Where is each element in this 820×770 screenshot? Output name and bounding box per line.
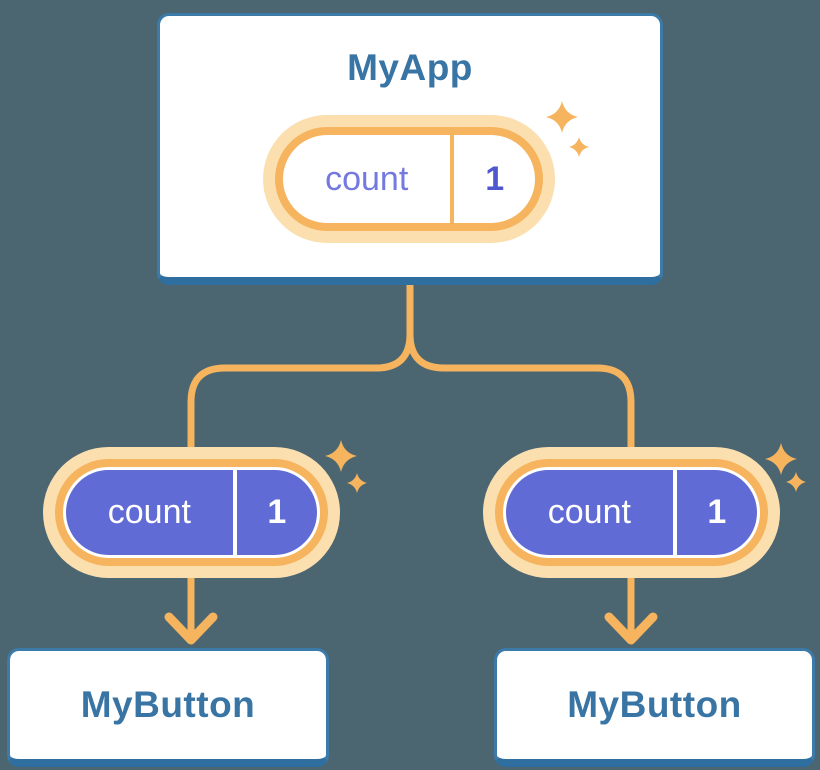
root-component-title: MyApp [347,47,473,88]
prop-pill-label: count [107,493,191,531]
prop-pill-label: count [547,493,631,531]
state-pill: count 1 [263,115,555,243]
sparkle-icon [786,472,806,492]
sparkle-icon [765,443,797,475]
prop-pill-ring: count 1 [55,459,328,566]
prop-pill: count 1 [483,447,780,578]
prop-pill-value: 1 [267,493,287,531]
state-pill-body: count 1 [283,135,535,223]
state-pill-value: 1 [485,159,505,198]
child-component-title: MyButton [567,684,742,725]
state-pill-ring: count 1 [275,127,543,231]
prop-pill-value: 1 [707,493,727,531]
prop-pill-body: count 1 [63,467,320,558]
child-component-title: MyButton [80,684,256,725]
child-component-card: MyButton [7,648,329,767]
state-pill-label: count [325,159,409,198]
arrowhead-down-icon [164,612,218,645]
sparkle-icon [325,440,357,472]
child-component-card: MyButton [494,648,815,767]
prop-pill-body: count 1 [503,467,760,558]
sparkle-icon [347,473,367,493]
prop-pill: count 1 [43,447,340,578]
prop-pill-ring: count 1 [495,459,768,566]
pill-divider [450,135,455,223]
pill-divider [672,470,677,555]
arrowhead-down-icon [604,612,658,645]
